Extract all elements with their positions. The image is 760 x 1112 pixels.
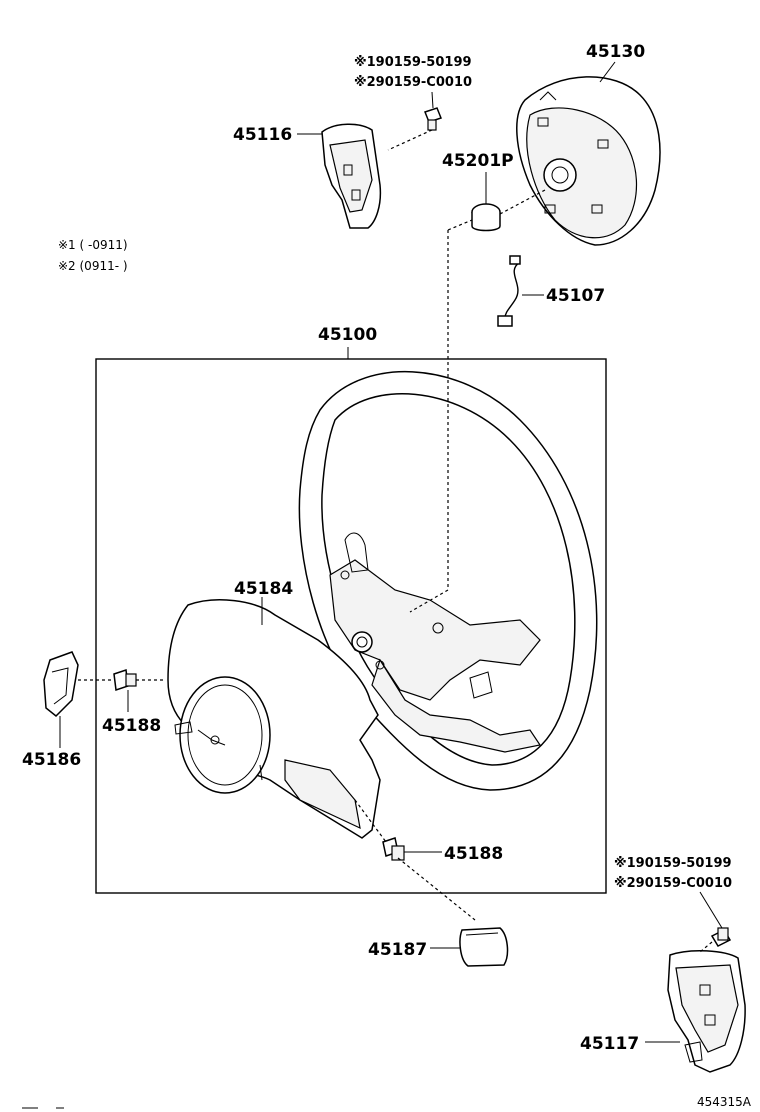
- screw-45188-left[interactable]: [113, 668, 137, 692]
- bolt-bottom[interactable]: [710, 927, 732, 947]
- note-bottom-bolt-1: ※190159-50199: [614, 856, 732, 871]
- assembly-frame-45100: [95, 358, 607, 894]
- steering-pad-45130[interactable]: [516, 76, 661, 246]
- label-45186: 45186: [22, 750, 81, 770]
- cap-45187[interactable]: [459, 927, 509, 967]
- note-top-bolt-1: ※190159-50199: [354, 55, 472, 70]
- side-cover-45186[interactable]: [43, 651, 79, 718]
- note-top-bolt-2: ※290159-C0010: [354, 75, 472, 90]
- label-45188-lower: 45188: [444, 844, 503, 864]
- label-45117: 45117: [580, 1034, 639, 1054]
- figure-id: 454315A: [697, 1095, 752, 1109]
- note-bottom-bolt-2: ※290159-C0010: [614, 876, 732, 891]
- steering-switch-45116[interactable]: [321, 123, 382, 229]
- wire-harness-45107[interactable]: [497, 255, 521, 327]
- label-45184: 45184: [234, 579, 293, 599]
- label-45116: 45116: [233, 125, 292, 145]
- label-45187: 45187: [368, 940, 427, 960]
- legend-1: ※1 ( -0911): [58, 238, 128, 252]
- steering-cover-45184[interactable]: [167, 599, 381, 839]
- legend-2: ※2 (0911- ): [58, 259, 128, 273]
- label-45130: 45130: [586, 42, 645, 62]
- bolt-top[interactable]: [424, 107, 442, 131]
- label-45107: 45107: [546, 286, 605, 306]
- label-45100: 45100: [318, 325, 377, 345]
- screw-45188-lower[interactable]: [382, 837, 405, 861]
- label-45201P: 45201P: [442, 151, 514, 171]
- steering-switch-45117[interactable]: [667, 949, 746, 1073]
- label-45188-left: 45188: [102, 716, 161, 736]
- nut-45201P[interactable]: [471, 203, 501, 232]
